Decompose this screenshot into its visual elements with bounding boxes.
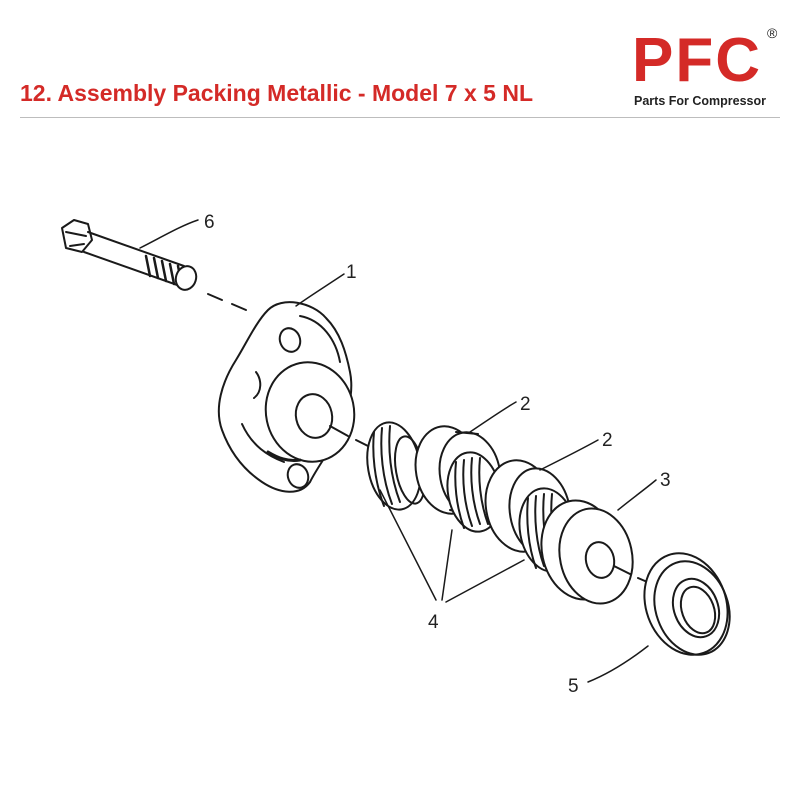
part-label-2b: 2 (602, 430, 613, 451)
registered-mark: ® (767, 25, 778, 41)
page-title: 12. Assembly Packing Metallic - Model 7 … (20, 80, 533, 106)
header-divider (20, 117, 780, 118)
packing-ring-4a (366, 421, 426, 511)
part-label-2a: 2 (520, 394, 531, 415)
part-label-4: 4 (428, 612, 439, 633)
gland-nut-part (643, 552, 731, 656)
bolt-part (61, 219, 247, 311)
part-labels: 6 1 2 2 3 4 5 (204, 212, 671, 697)
part-label-3: 3 (660, 470, 671, 491)
brand-logo: PFC ® Parts For Compressor (620, 22, 790, 112)
logo-mark: PFC (632, 26, 762, 95)
logo-tagline: Parts For Compressor (634, 94, 766, 108)
part-label-6: 6 (204, 212, 215, 233)
flange-part (217, 301, 356, 493)
part-label-5: 5 (568, 676, 579, 697)
end-ring-part (540, 499, 634, 605)
part-label-1: 1 (346, 262, 357, 283)
leader-lines (139, 219, 657, 683)
